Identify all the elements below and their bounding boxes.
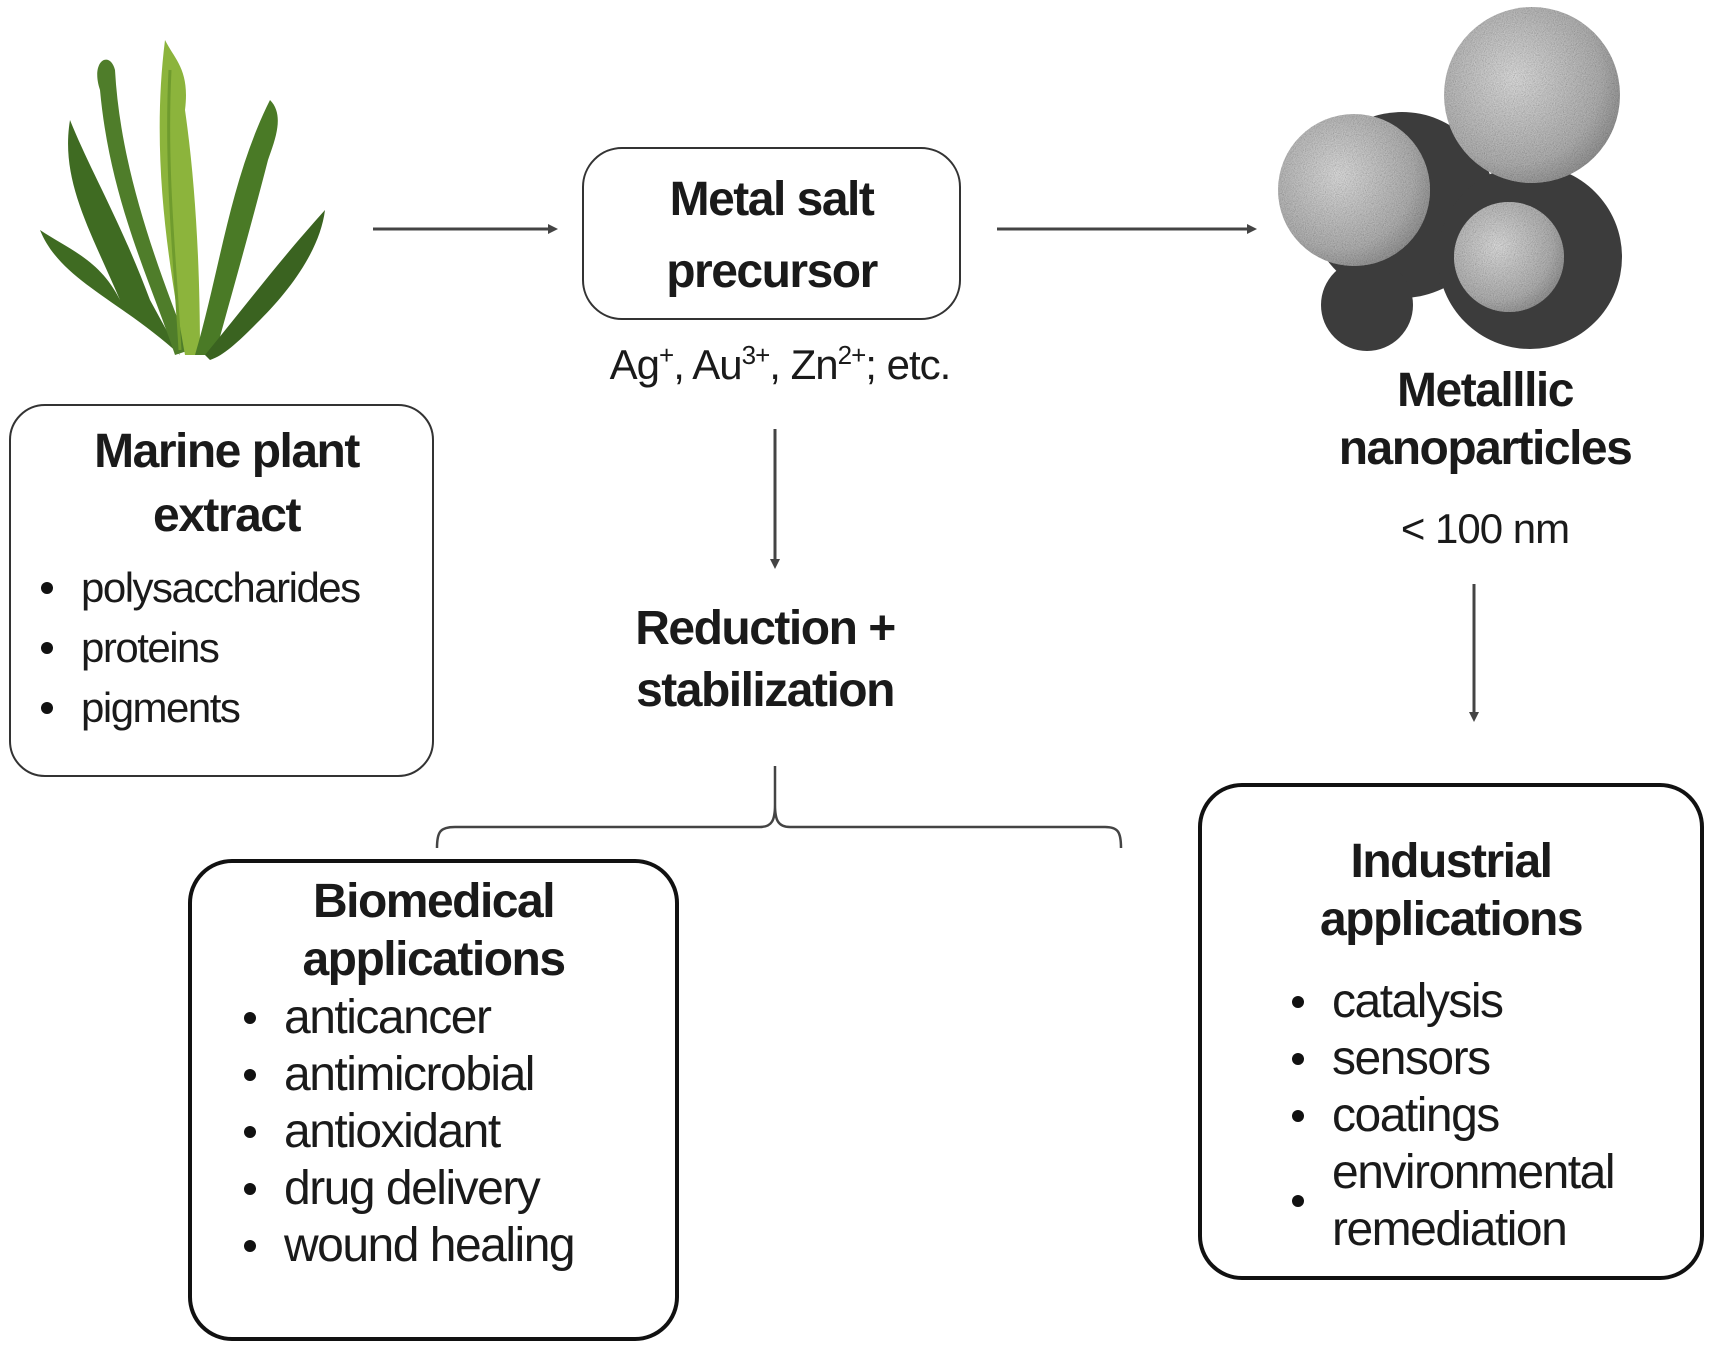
precursor-title-line1: Metal salt bbox=[669, 173, 875, 226]
list-item: environmental remediation bbox=[1282, 1144, 1672, 1258]
brace-connector bbox=[435, 766, 1123, 849]
list-item: coatings bbox=[1282, 1087, 1700, 1144]
list-item: drug delivery bbox=[234, 1160, 675, 1217]
list-item: polysaccharides bbox=[31, 558, 432, 618]
biomedical-list: anticancer antimicrobial antioxidant dru… bbox=[234, 989, 675, 1274]
marine-extract-box: Marine plant extract polysaccharides pro… bbox=[9, 404, 434, 777]
list-item: antimicrobial bbox=[234, 1046, 675, 1103]
precursor-box: Metal salt precursor bbox=[582, 147, 961, 320]
industrial-title: Industrial applications bbox=[1319, 835, 1584, 946]
precursor-ions: Ag+, Au3+, Zn2+; etc. bbox=[609, 340, 952, 388]
list-item: sensors bbox=[1282, 1030, 1700, 1087]
list-item: proteins bbox=[31, 618, 432, 678]
nanoparticles-icon bbox=[1278, 7, 1622, 351]
nanoparticles-label: Metalllic nanoparticles bbox=[1338, 364, 1633, 475]
marine-extract-title: Marine plant extract bbox=[94, 425, 360, 542]
list-item: pigments bbox=[31, 678, 432, 738]
process-label: Reduction + stabilization bbox=[635, 602, 896, 717]
precursor-title-line2: precursor bbox=[666, 245, 878, 298]
biomedical-box: Biomedical applications anticancer antim… bbox=[188, 859, 679, 1341]
list-item: anticancer bbox=[234, 989, 675, 1046]
list-item: antioxidant bbox=[234, 1103, 675, 1160]
seaweed-icon bbox=[40, 40, 325, 360]
marine-extract-list: polysaccharides proteins pigments bbox=[11, 558, 432, 738]
industrial-list: catalysis sensors coatings environmental… bbox=[1282, 973, 1700, 1258]
list-item: catalysis bbox=[1282, 973, 1700, 1030]
list-item: wound healing bbox=[234, 1217, 675, 1274]
biomedical-title: Biomedical applications bbox=[302, 875, 566, 986]
nanoparticles-size: < 100 nm bbox=[1400, 505, 1570, 552]
industrial-box: Industrial applications catalysis sensor… bbox=[1198, 783, 1704, 1280]
